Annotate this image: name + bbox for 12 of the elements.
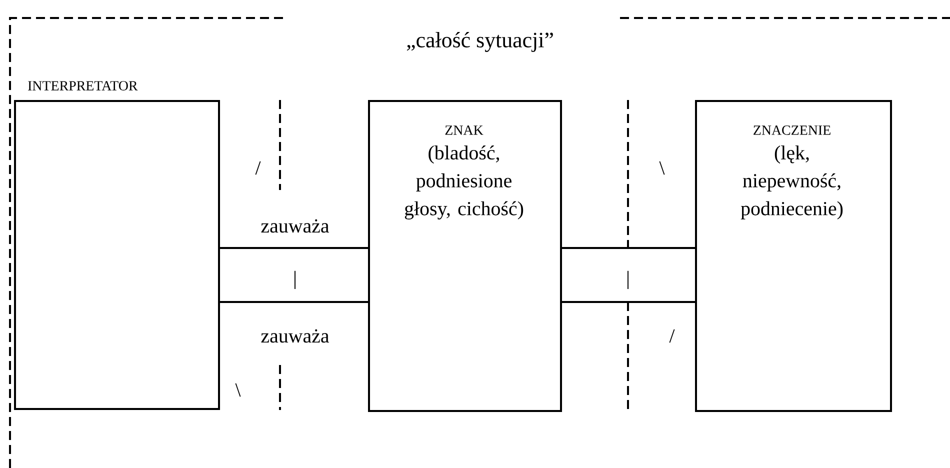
verb-text: zauważa [261, 329, 330, 343]
verb-text: zauważa [261, 219, 330, 233]
box: ZNACZENIE (lęk, niepewność, podniecenie) [695, 100, 892, 412]
bar-mark: | [294, 270, 296, 290]
box: ZNAK (bladość, podniesione głosy, cichość) [368, 100, 562, 412]
box-heading: INTERPRETATOR [28, 81, 138, 90]
slash-mark: / [255, 161, 261, 175]
slash-mark: \ [659, 161, 665, 175]
slash-mark: / [669, 329, 675, 343]
double-line-connector [220, 247, 368, 303]
frame-title: „całość sytuacji” [407, 32, 553, 52]
double-line-connector [562, 247, 695, 303]
